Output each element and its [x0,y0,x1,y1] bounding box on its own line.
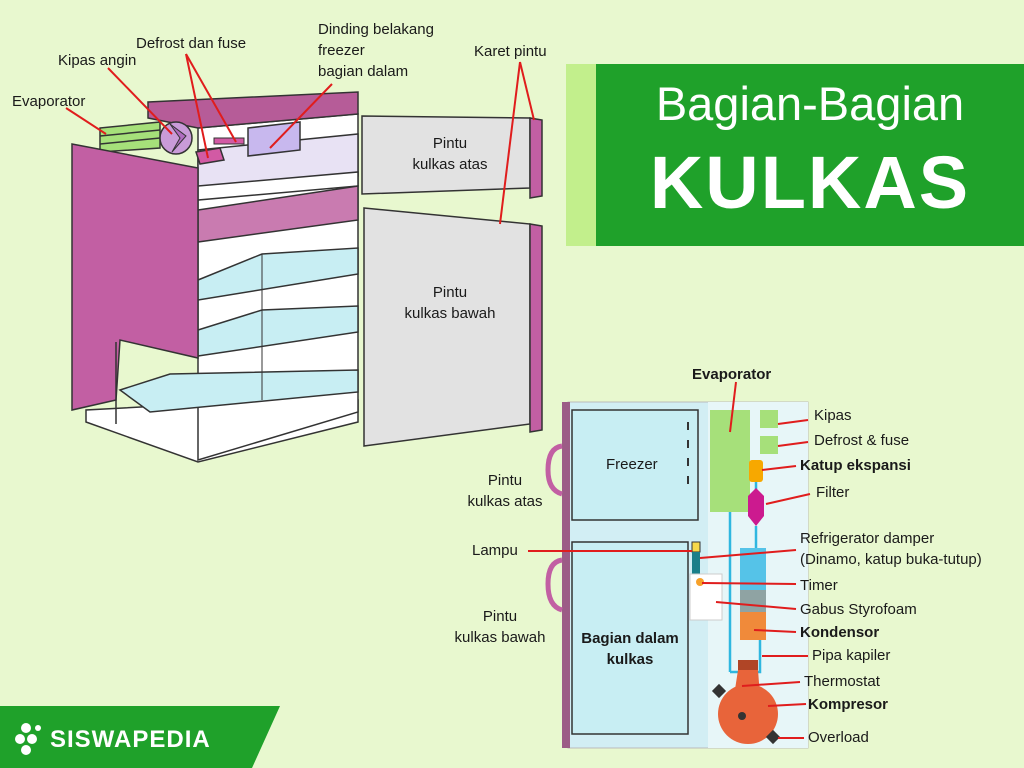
label-lower-door-bottom-1: Pintu [482,608,518,625]
label-defrost-top: Defrost dan fuse [136,35,247,52]
label-evaporator-top: Evaporator [12,93,86,110]
condenser-gradient-top [740,590,766,612]
lamp [691,541,701,553]
label-defrost-bottom: Defrost & fuse [814,432,910,449]
defrost-coil [213,137,245,145]
label-freezer: Freezer [606,456,658,473]
fan-blade [169,123,187,153]
label-upper-door-top-1: Pintu [432,135,468,152]
label-main-compartment-1: Bagian dalam [581,630,679,647]
label-back-wall-3: bagian dalam [318,63,409,80]
top-fridge-drawing [71,91,543,463]
brand-logo-badge [0,706,280,768]
defrost-box [760,436,778,454]
crisper-drawer [118,369,359,413]
label-damper-2: (Dinamo, katup buka-tutup) [800,551,982,568]
brand-name: SISWAPEDIA [50,726,211,753]
timer-box [689,573,723,621]
upper-door-handle [545,443,563,497]
defrost-part [195,147,225,165]
evaporator-block [99,121,161,153]
lower-door [363,207,531,447]
compressor-foot-left [711,683,727,699]
upper-door-gasket [529,117,543,199]
label-back-wall-1: Dinding belakang [318,21,434,38]
thermostat-top [738,660,758,670]
door-strip [562,402,570,748]
compressor [718,684,778,744]
label-back-wall-2: freezer [318,42,365,59]
label-condenser: Kondensor [800,624,880,641]
bottom-fridge-drawing [545,401,809,749]
lower-door-gasket [529,223,543,433]
title-line-2: KULKAS [649,141,971,224]
lower-door-handle [545,557,563,613]
compressor-foot-right [765,729,781,745]
label-fan-bottom: Kipas [814,407,852,424]
label-filter: Filter [816,484,850,501]
label-upper-door-top-2: kulkas atas [412,156,488,173]
label-lamp: Lampu [472,542,518,559]
fan-box [760,410,778,428]
label-damper-1: Refrigerator damper [800,530,935,547]
label-expansion-valve: Katup ekspansi [800,457,911,474]
label-lower-door-top-1: Pintu [432,284,468,301]
bottom-leader-lines [528,381,811,739]
label-lower-door-top-2: kulkas bawah [404,305,496,322]
condenser [740,612,766,640]
label-timer: Timer [800,577,838,594]
label-compressor: Kompresor [808,696,889,713]
brand-logo-icon [15,723,41,755]
freezer-back-wall [247,121,301,157]
label-capillary: Pipa kapiler [812,647,891,664]
title-banner [596,64,1024,246]
main-compartment-box [571,541,689,735]
label-thermostat: Thermostat [804,673,880,690]
freezer-compartment-box [571,409,699,521]
timer-dot [696,578,704,586]
label-main-compartment-2: kulkas [606,651,654,668]
label-fan-top: Kipas angin [58,52,137,69]
top-leader-lines [65,53,535,225]
label-upper-door-bottom-1: Pintu [487,472,523,489]
label-gasket: Karet pintu [474,43,547,60]
label-overload: Overload [808,729,869,746]
title-line-1: Bagian-Bagian [655,77,965,130]
expansion-valve [749,460,763,482]
label-lower-door-bottom-2: kulkas bawah [454,629,546,646]
filter [748,488,764,526]
label-evaporator-bottom: Evaporator [692,366,772,383]
label-upper-door-bottom-2: kulkas atas [467,493,543,510]
label-styrofoam: Gabus Styrofoam [800,601,917,618]
left-side-panel [71,143,199,411]
